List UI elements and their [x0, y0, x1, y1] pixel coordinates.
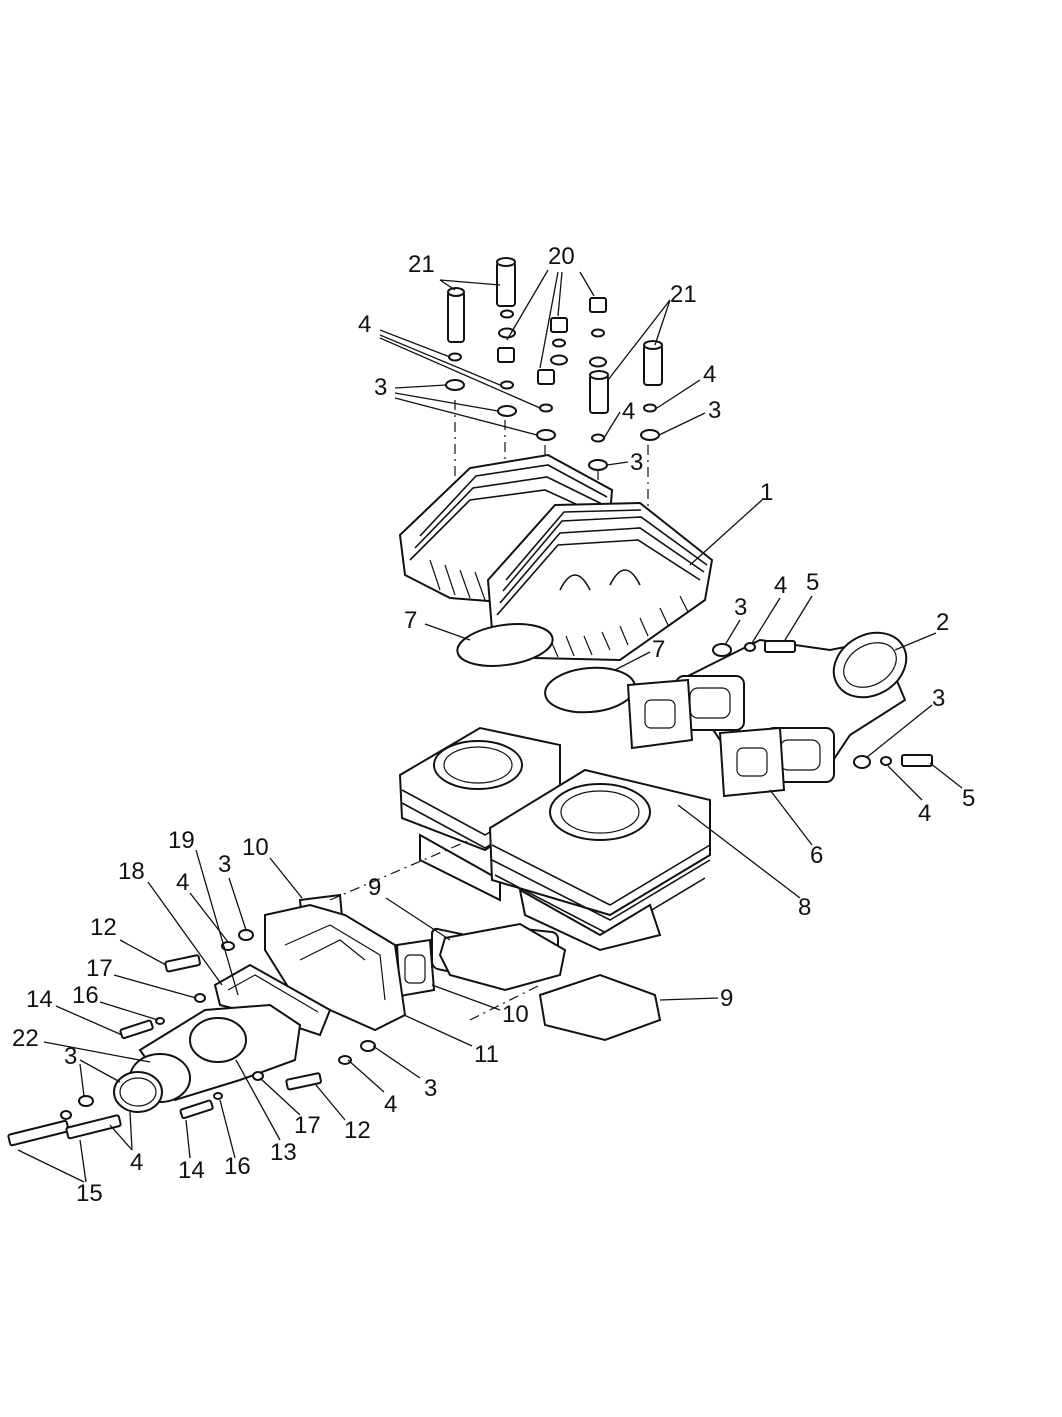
callout-17-lower: 17 [294, 1112, 321, 1139]
callout-3-exhaust-lower: 3 [932, 685, 945, 712]
callout-20: 20 [548, 243, 575, 270]
callout-10-upper: 10 [242, 834, 269, 861]
callout-6: 6 [810, 842, 823, 869]
o-ring-7-right [544, 666, 636, 714]
clamp-13 [113, 1071, 163, 1113]
spacer-21-left [447, 287, 465, 343]
callout-4-top-right-a: 4 [703, 361, 716, 388]
callout-4-exhaust-upper: 4 [774, 572, 787, 599]
callout-4-intake-right: 4 [384, 1091, 397, 1118]
head-fasteners [445, 257, 663, 560]
callout-12-lower: 12 [344, 1117, 371, 1144]
callout-18: 18 [118, 858, 145, 885]
callout-19: 19 [168, 827, 195, 854]
callout-7-right: 7 [652, 636, 665, 663]
intake-fasteners [7, 929, 376, 1147]
callout-4-intake-upper: 4 [176, 869, 189, 896]
nut-20-b [550, 317, 568, 333]
cylinder-head [398, 453, 714, 662]
carb-adapter-22 [129, 1003, 302, 1103]
callout-14-upper: 14 [26, 986, 53, 1013]
callout-17-upper: 17 [86, 955, 113, 982]
callout-12-upper: 12 [90, 914, 117, 941]
nut-20-c [537, 369, 555, 385]
callout-4-top-left: 4 [358, 311, 371, 338]
callout-labels: 21 20 21 4 3 4 4 3 3 1 3 4 5 2 7 7 3 5 4… [12, 243, 975, 1207]
callout-3-intake-lower-left: 3 [64, 1043, 77, 1070]
nut-20-d [589, 297, 607, 313]
nut-20-a [497, 347, 515, 363]
exhaust-bolt-5-upper [712, 640, 796, 657]
callout-3-top-right-b: 3 [630, 449, 643, 476]
callout-4-intake-lower-left: 4 [130, 1149, 143, 1176]
callout-3-intake-right: 3 [424, 1075, 437, 1102]
callout-4-exhaust-lower: 4 [918, 800, 931, 827]
intake-manifold-11 [264, 903, 407, 1032]
spacer-21-middle [496, 257, 516, 307]
callout-5-exhaust-lower: 5 [962, 785, 975, 812]
callout-9-upper: 9 [368, 874, 381, 901]
leader-lines [17, 269, 963, 1183]
callout-5-exhaust-upper: 5 [806, 569, 819, 596]
callout-16-upper: 16 [72, 982, 99, 1009]
callout-11: 11 [474, 1041, 499, 1068]
base-gasket-9-upper [438, 922, 567, 992]
callout-9-lower: 9 [720, 985, 733, 1012]
base-gasket-9-lower [538, 973, 662, 1042]
exhaust-gasket-6 [626, 678, 786, 798]
callout-21-left: 21 [408, 251, 435, 278]
callout-22: 22 [12, 1025, 39, 1052]
callout-7-left: 7 [404, 607, 417, 634]
callout-3-intake-upper: 3 [218, 851, 231, 878]
reed-valve-19 [213, 963, 332, 1037]
exhaust-bolt-5-lower [853, 754, 933, 769]
callout-13: 13 [270, 1139, 297, 1166]
callout-8: 8 [798, 894, 811, 921]
callout-14-lower: 14 [178, 1157, 205, 1184]
callout-2: 2 [936, 609, 949, 636]
callout-3-top-left: 3 [374, 374, 387, 401]
callout-10-lower: 10 [502, 1001, 529, 1028]
cylinder-block [398, 726, 711, 976]
o-ring-7-left [456, 623, 554, 667]
callout-4-top-right-b: 4 [622, 398, 635, 425]
callout-3-top-right-a: 3 [708, 397, 721, 424]
intake-gasket-10-lower [395, 938, 436, 998]
callout-16-lower: 16 [224, 1153, 251, 1180]
callout-21-right: 21 [670, 281, 697, 308]
spacer-21-right-a [589, 370, 609, 414]
callout-1: 1 [760, 479, 773, 506]
spacer-21-right-b [643, 340, 663, 386]
callout-15: 15 [76, 1180, 103, 1207]
callout-3-exhaust-upper: 3 [734, 594, 747, 621]
